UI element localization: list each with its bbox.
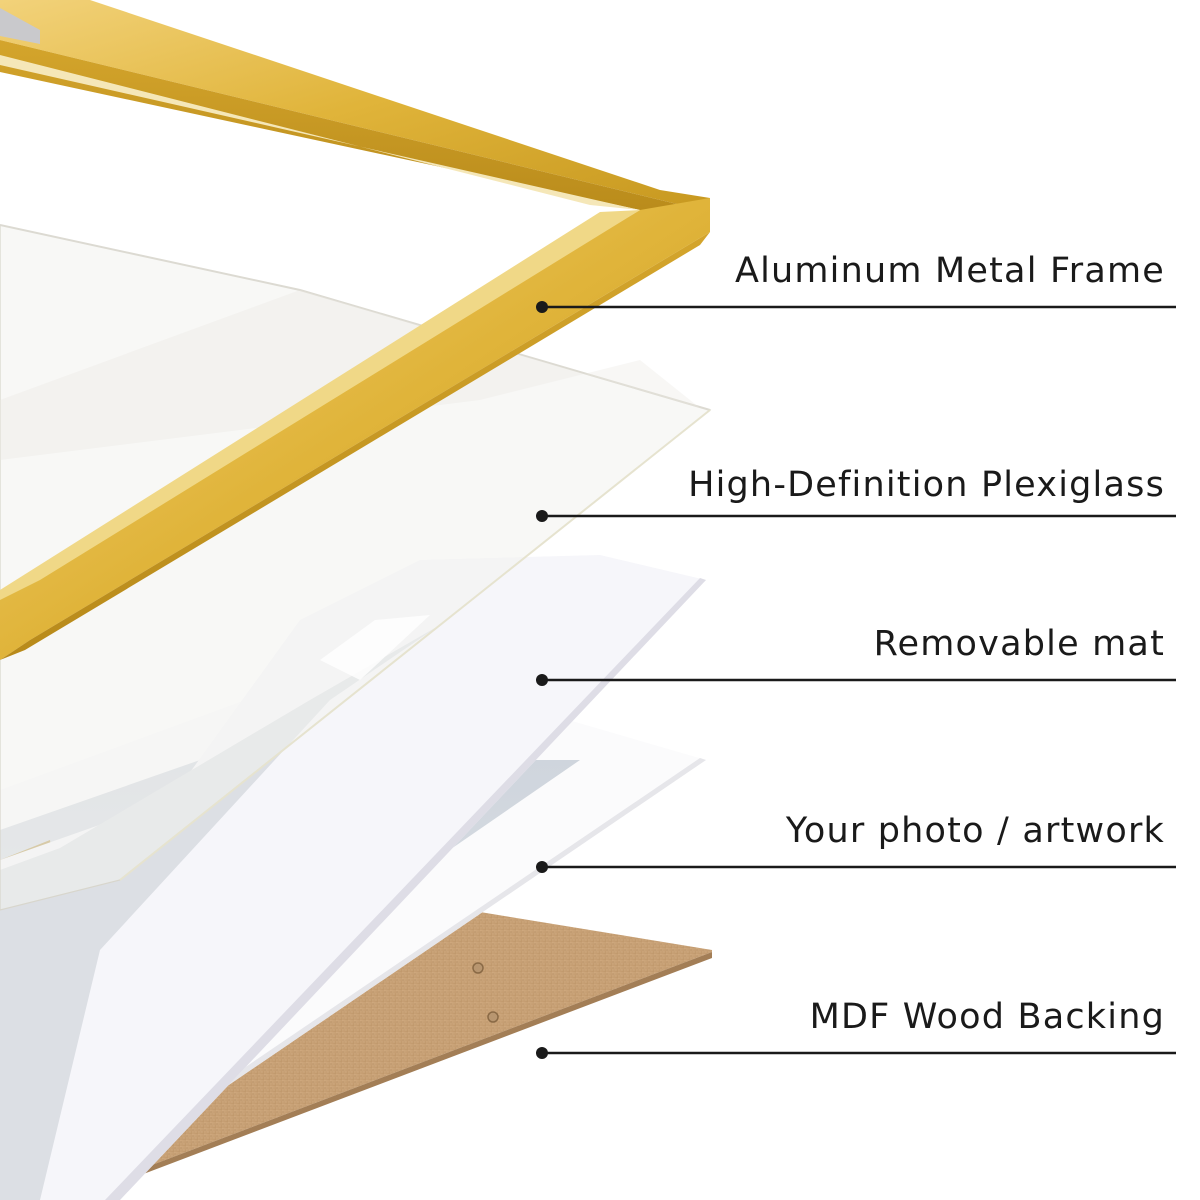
- callout-lines: [536, 301, 1176, 1059]
- backing-hardware-clip: [487, 1011, 499, 1023]
- backing-hardware-clip: [472, 962, 484, 974]
- label-plexiglass: High-Definition Plexiglass: [688, 465, 1165, 505]
- label-photo-artwork: Your photo / artwork: [785, 811, 1165, 851]
- label-aluminum-frame: Aluminum Metal Frame: [734, 251, 1165, 291]
- label-mdf-backing: MDF Wood Backing: [809, 997, 1165, 1037]
- mat-layer: [0, 555, 706, 1200]
- label-removable-mat: Removable mat: [873, 624, 1165, 664]
- aluminum-frame-layer: [0, 0, 710, 660]
